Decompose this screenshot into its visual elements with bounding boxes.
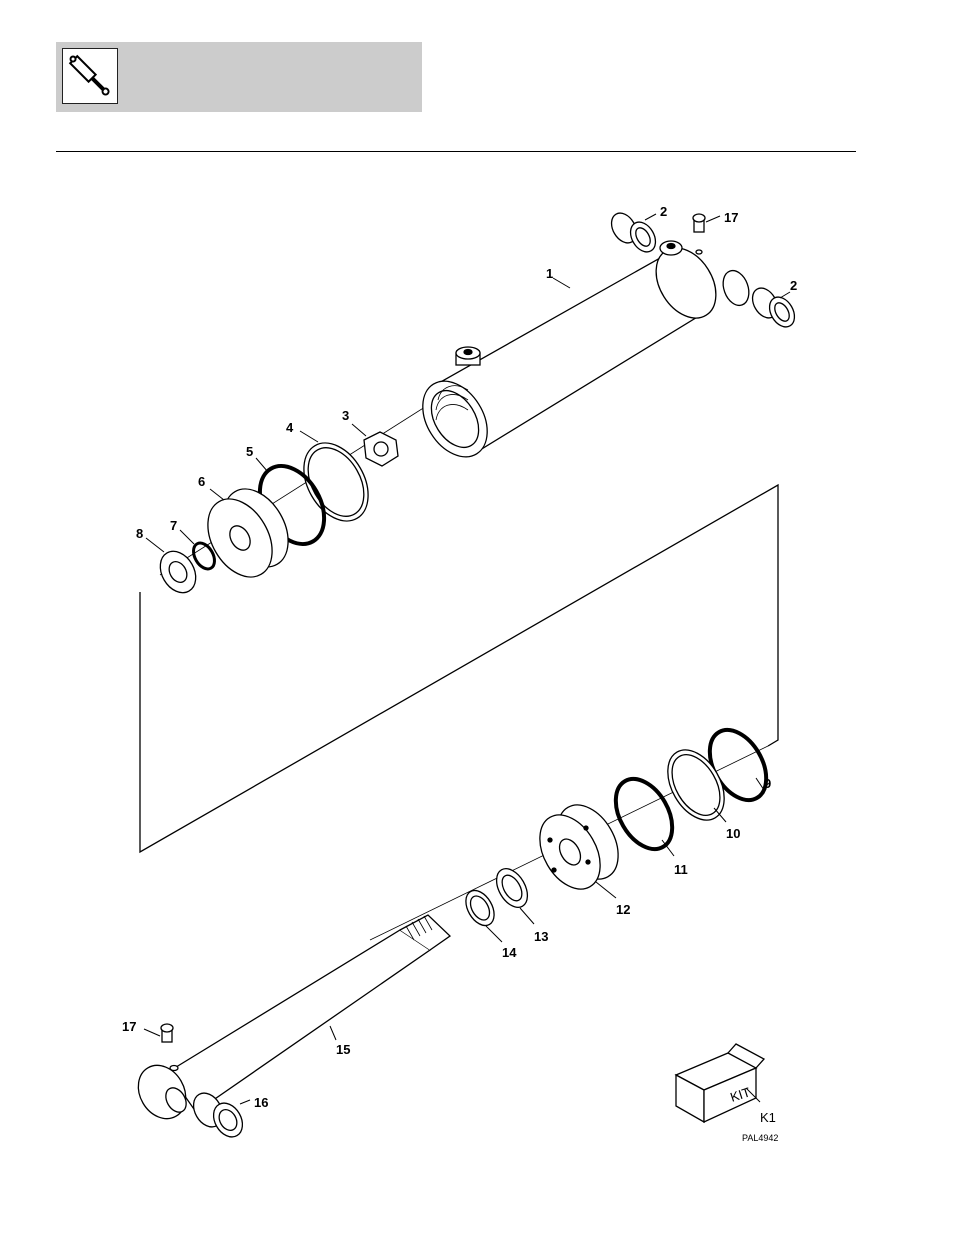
grease-fitting-upper bbox=[693, 214, 705, 254]
callout-2-top: 2 bbox=[660, 204, 667, 219]
callout-17-bottom: 17 bbox=[122, 1019, 136, 1034]
seal-13 bbox=[490, 863, 534, 912]
lock-nut bbox=[364, 432, 398, 466]
callout-3: 3 bbox=[342, 408, 349, 423]
callout-13: 13 bbox=[534, 929, 548, 944]
callout-11: 11 bbox=[674, 862, 688, 877]
washer-8 bbox=[153, 545, 203, 599]
callout-15: 15 bbox=[336, 1042, 350, 1057]
grease-fitting-lower bbox=[161, 1024, 173, 1042]
callout-7: 7 bbox=[170, 518, 177, 533]
callout-12: 12 bbox=[616, 902, 630, 917]
callout-4: 4 bbox=[286, 420, 294, 435]
callout-17-top: 17 bbox=[724, 210, 738, 225]
hydraulic-cylinder-icon bbox=[62, 48, 118, 104]
kit-callout: K1 bbox=[760, 1110, 776, 1125]
callout-6: 6 bbox=[198, 474, 205, 489]
callout-1: 1 bbox=[546, 266, 553, 281]
callout-5: 5 bbox=[246, 444, 253, 459]
figure-id: PAL4942 bbox=[742, 1133, 778, 1143]
cylinder-barrel bbox=[410, 237, 754, 469]
piston-rod-15 bbox=[129, 915, 450, 1127]
exploded-parts-diagram: KIT 1 2 17 2 3 4 5 6 7 8 9 10 bbox=[100, 160, 860, 1170]
callout-8: 8 bbox=[136, 526, 143, 541]
header-rule bbox=[56, 151, 856, 152]
kit-box-icon: KIT bbox=[676, 1044, 764, 1122]
callout-labels: 1 2 17 2 3 4 5 6 7 8 9 10 11 12 13 14 15… bbox=[122, 204, 797, 1143]
callout-14: 14 bbox=[502, 945, 517, 960]
piston-6 bbox=[195, 478, 301, 589]
callout-2-right: 2 bbox=[790, 278, 797, 293]
callout-10: 10 bbox=[726, 826, 740, 841]
callout-16: 16 bbox=[254, 1095, 268, 1110]
wiper-14 bbox=[460, 886, 500, 931]
callout-9: 9 bbox=[764, 776, 771, 791]
